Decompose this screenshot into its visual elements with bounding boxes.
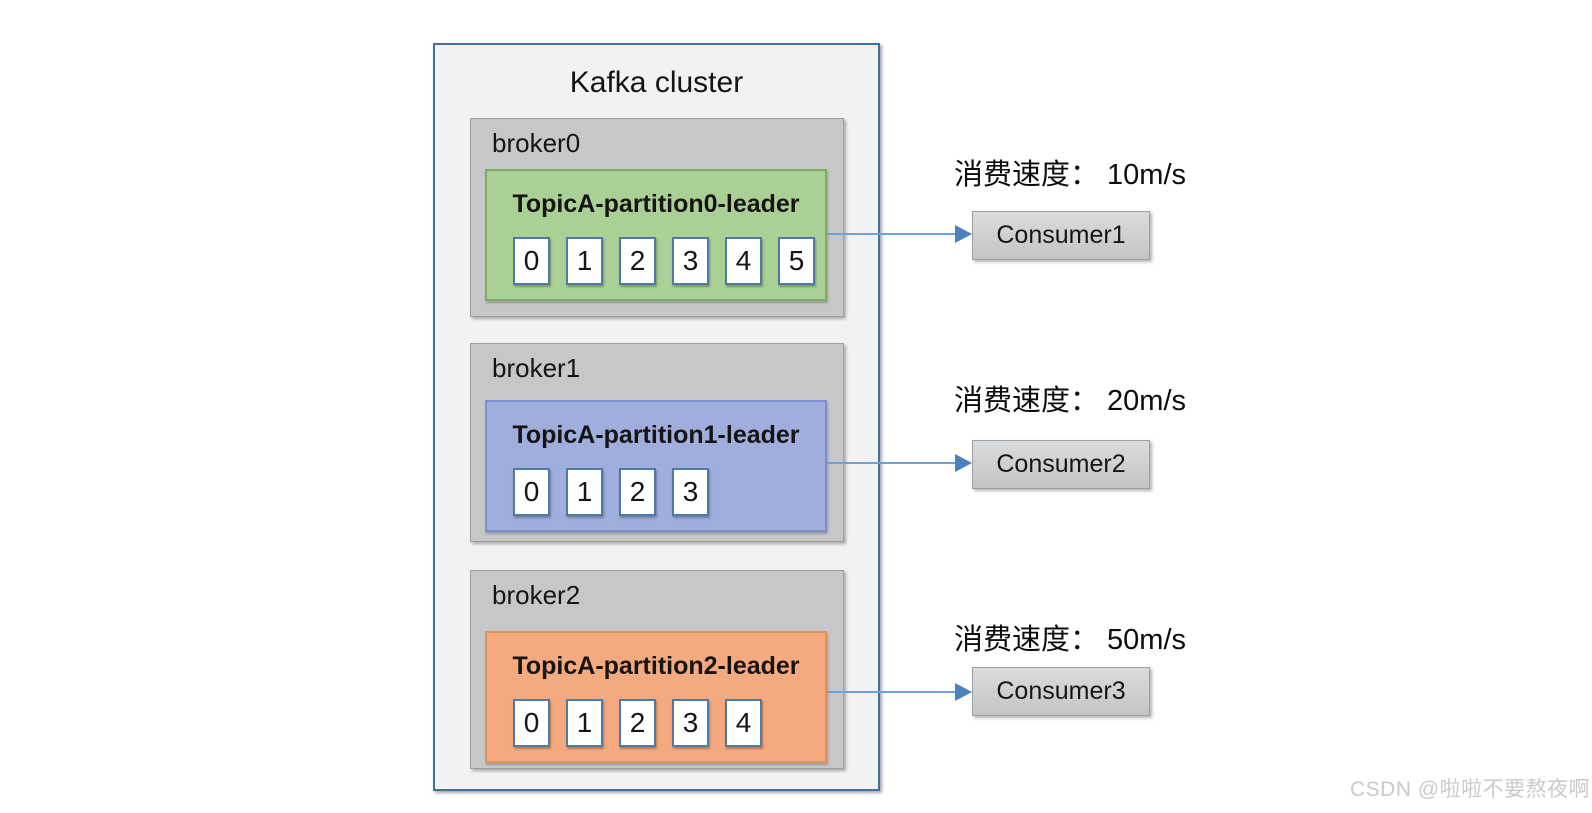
arrow-right-icon [955, 454, 972, 472]
message-cell: 1 [566, 468, 603, 516]
message-cell: 2 [619, 468, 656, 516]
message-cell: 5 [778, 237, 815, 285]
flow-arrow-line [827, 462, 957, 464]
consumption-speed-label: 消费速度： 20m/s [953, 385, 1187, 417]
broker-label: broker0 [492, 128, 581, 158]
partition-label: TopicA-partition0-leader [512, 190, 800, 218]
message-cell: 0 [513, 468, 550, 516]
partition-label: TopicA-partition1-leader [512, 421, 800, 449]
partition-label: TopicA-partition2-leader [512, 652, 800, 680]
message-cell: 3 [672, 468, 709, 516]
message-cell: 2 [619, 237, 656, 285]
consumption-speed-label: 消费速度： 50m/s [953, 624, 1187, 656]
message-cell: 3 [672, 699, 709, 747]
arrow-right-icon [955, 225, 972, 243]
message-cell: 2 [619, 699, 656, 747]
flow-arrow-line [827, 691, 957, 693]
broker-label: broker1 [492, 353, 581, 383]
message-cell: 1 [566, 237, 603, 285]
message-cell: 0 [513, 699, 550, 747]
consumer-box: Consumer2 [972, 440, 1150, 489]
consumption-speed-label: 消费速度： 10m/s [953, 159, 1187, 191]
broker-label: broker2 [492, 580, 581, 610]
message-cell: 3 [672, 237, 709, 285]
flow-arrow-line [827, 233, 957, 235]
consumer-box: Consumer3 [972, 667, 1150, 716]
consumer-box: Consumer1 [972, 211, 1150, 260]
arrow-right-icon [955, 683, 972, 701]
message-cell: 1 [566, 699, 603, 747]
message-cell: 4 [725, 237, 762, 285]
message-cell: 0 [513, 237, 550, 285]
watermark-text: CSDN @啦啦不要熬夜啊 [1350, 778, 1591, 801]
cluster-title: Kafka cluster [569, 66, 744, 99]
message-cell: 4 [725, 699, 762, 747]
